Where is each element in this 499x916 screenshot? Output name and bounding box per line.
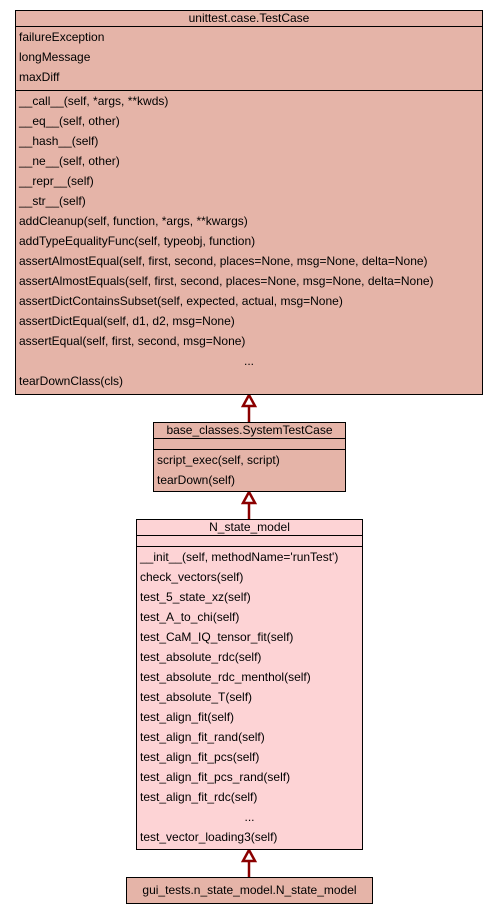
class-title: N_state_model bbox=[137, 520, 362, 536]
method-item: script_exec(self, script) bbox=[157, 453, 280, 467]
method-ellipsis: ... bbox=[243, 354, 254, 368]
method-item: test_absolute_rdc_menthol(self) bbox=[140, 670, 311, 684]
attribute-section bbox=[137, 536, 362, 547]
method-item: __hash__(self) bbox=[19, 134, 99, 148]
method-item: __init__(self, methodName='runTest') bbox=[140, 550, 339, 564]
method-item: test_A_to_chi(self) bbox=[140, 610, 240, 624]
class-box-gui-nstatemodel[interactable]: gui_tests.n_state_model.N_state_model bbox=[126, 877, 373, 904]
attribute-section bbox=[154, 439, 345, 450]
attribute-section: failureException longMessage maxDiff bbox=[16, 27, 482, 91]
method-item: test_align_fit_pcs_rand(self) bbox=[140, 770, 291, 784]
method-item: test_align_fit_rand(self) bbox=[140, 730, 265, 744]
method-section: __call__(self, *args, **kwds) __eq__(sel… bbox=[16, 91, 482, 391]
method-item: test_align_fit_pcs(self) bbox=[140, 750, 260, 764]
class-title: base_classes.SystemTestCase bbox=[154, 423, 345, 439]
method-item: test_absolute_rdc(self) bbox=[140, 650, 262, 664]
method-item: __call__(self, *args, **kwds) bbox=[19, 94, 169, 108]
inheritance-arrowhead-icon bbox=[240, 392, 258, 408]
method-item: __eq__(self, other) bbox=[19, 114, 120, 128]
method-item: __str__(self) bbox=[19, 194, 86, 208]
class-box-nstatemodel[interactable]: N_state_model __init__(self, methodName=… bbox=[136, 519, 363, 850]
method-item: test_align_fit(self) bbox=[140, 710, 235, 724]
method-section: script_exec(self, script) tearDown(self) bbox=[154, 450, 345, 490]
method-item: assertAlmostEqual(self, first, second, p… bbox=[19, 254, 428, 268]
method-item: test_CaM_IQ_tensor_fit(self) bbox=[140, 630, 294, 644]
inheritance-arrowhead-icon bbox=[240, 847, 258, 863]
method-item: test_absolute_T(self) bbox=[140, 690, 253, 704]
class-box-testcase[interactable]: unittest.case.TestCase failureException … bbox=[15, 10, 483, 395]
method-item: test_5_state_xz(self) bbox=[140, 590, 251, 604]
method-item: test_vector_loading3(self) bbox=[140, 830, 278, 844]
inheritance-arrowhead-icon bbox=[240, 489, 258, 505]
method-item: addTypeEqualityFunc(self, typeobj, funct… bbox=[19, 234, 256, 248]
method-item: assertDictEqual(self, d1, d2, msg=None) bbox=[19, 314, 235, 328]
class-title: gui_tests.n_state_model.N_state_model bbox=[142, 883, 357, 897]
attribute-item: maxDiff bbox=[19, 70, 60, 84]
method-item: assertDictContainsSubset(self, expected,… bbox=[19, 294, 343, 308]
attribute-item: failureException bbox=[19, 30, 105, 44]
method-section: __init__(self, methodName='runTest') che… bbox=[137, 547, 362, 847]
method-item: __repr__(self) bbox=[19, 174, 94, 188]
method-item: test_align_fit_rdc(self) bbox=[140, 790, 258, 804]
class-box-systemtestcase[interactable]: base_classes.SystemTestCase script_exec(… bbox=[153, 422, 346, 492]
method-item: assertEqual(self, first, second, msg=Non… bbox=[19, 334, 246, 348]
method-item: tearDownClass(cls) bbox=[19, 374, 124, 388]
method-item: __ne__(self, other) bbox=[19, 154, 120, 168]
class-title: unittest.case.TestCase bbox=[16, 11, 482, 27]
method-item: addCleanup(self, function, *args, **kwar… bbox=[19, 214, 248, 228]
method-ellipsis: ... bbox=[244, 810, 255, 824]
attribute-item: longMessage bbox=[19, 50, 91, 64]
method-item: assertAlmostEquals(self, first, second, … bbox=[19, 274, 434, 288]
method-item: check_vectors(self) bbox=[140, 570, 244, 584]
method-item: tearDown(self) bbox=[157, 473, 236, 487]
